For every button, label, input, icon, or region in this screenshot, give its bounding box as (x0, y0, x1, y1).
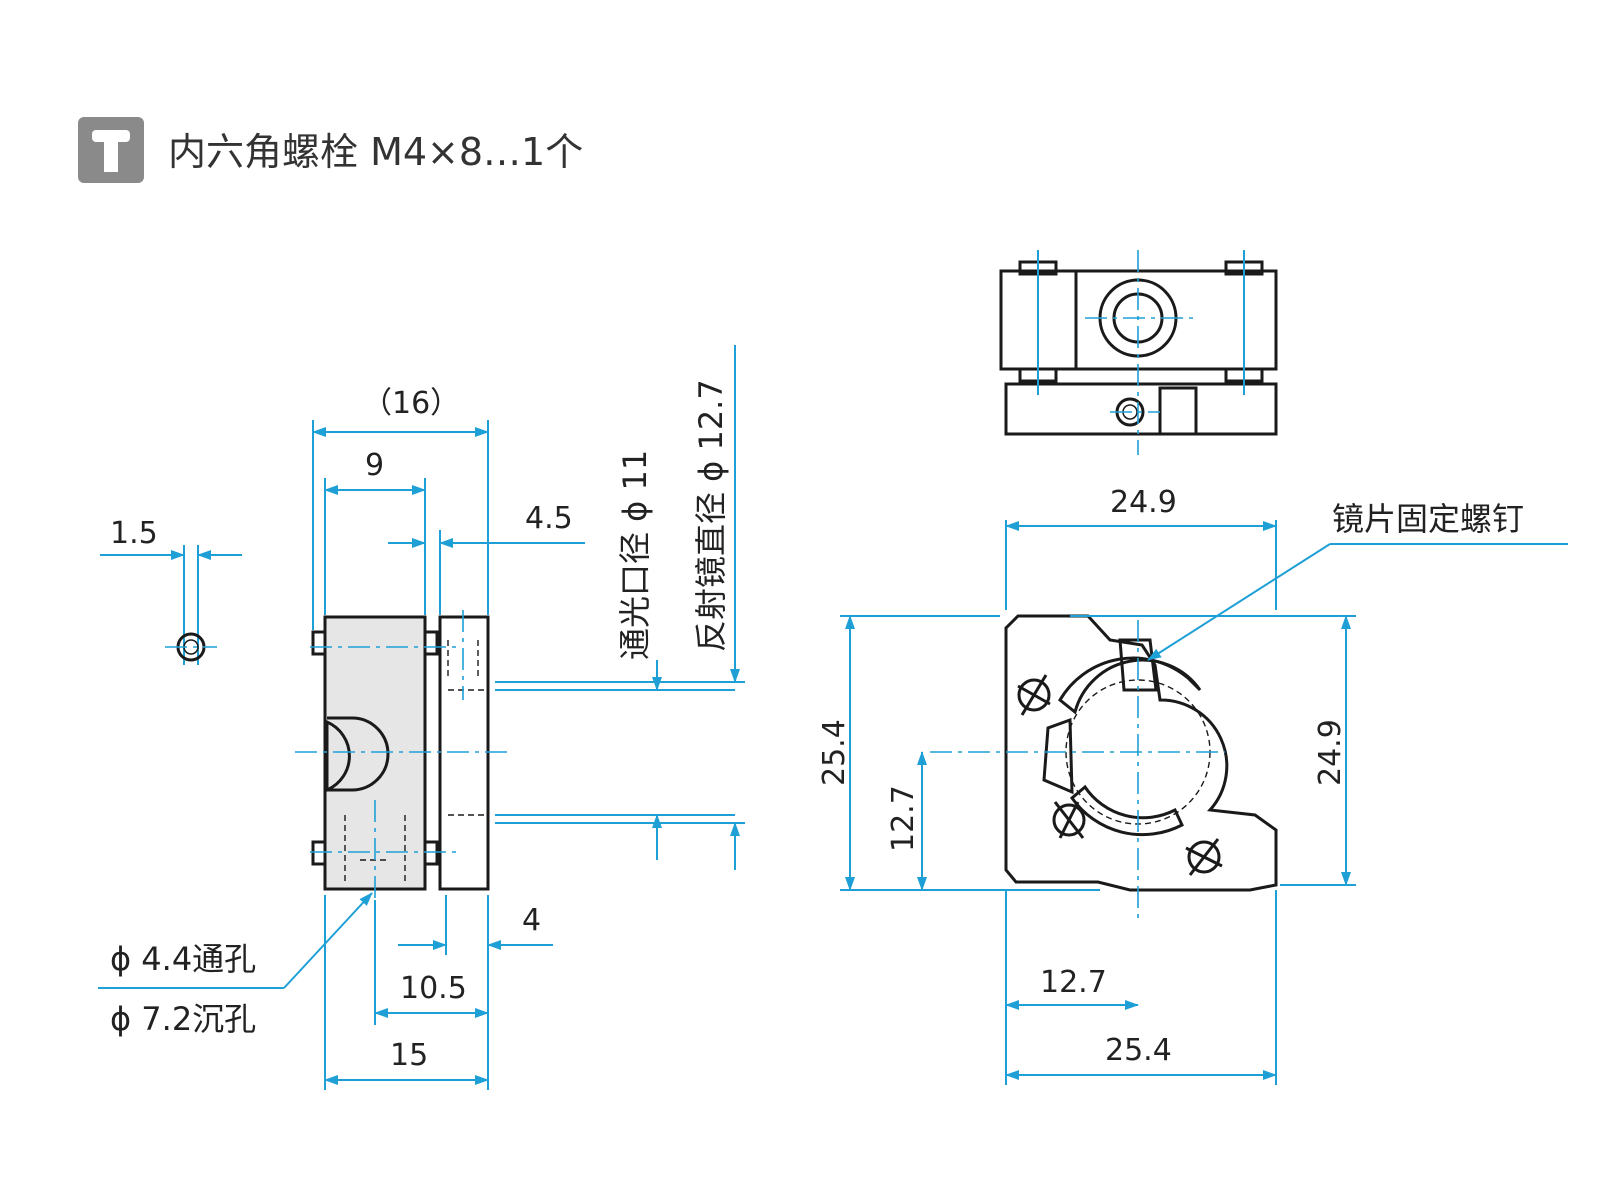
through-hole-label: ϕ 4.4通孔 (110, 940, 256, 978)
page-title: 内六角螺栓 M4×8…1个 (168, 130, 583, 174)
dim-10-5-label: 10.5 (400, 971, 467, 1006)
dim-4-label: 4 (522, 903, 541, 938)
header: 内六角螺栓 M4×8…1个 (78, 117, 583, 183)
dim-1-5-label: 1.5 (110, 516, 158, 551)
dim-16-label: （16） (362, 386, 460, 421)
counterbore-label: ϕ 7.2沉孔 (110, 1000, 256, 1038)
front-view: 24.9 镜片固定螺钉 25.4 12.7 24.9 12.7 25.4 (817, 485, 1568, 1085)
screw-icon (1017, 674, 1051, 716)
clear-aperture-label: 通光口径 ϕ 11 (616, 450, 654, 660)
dim-half-height-label: 12.7 (886, 785, 921, 852)
dim-right-24-9-label: 24.9 (1313, 719, 1348, 786)
top-view (999, 250, 1278, 455)
bolt-icon (78, 117, 144, 183)
dim-15-label: 15 (390, 1038, 428, 1073)
mirror-diameter-label: 反射镜直径 ϕ 12.7 (692, 379, 730, 652)
mirror-screw-label: 镜片固定螺钉 (1332, 500, 1524, 538)
dim-4-5-label: 4.5 (525, 501, 573, 536)
dim-half-width-label: 12.7 (1040, 965, 1107, 1000)
dim-top-24-9-label: 24.9 (1110, 485, 1177, 520)
dim-9-label: 9 (365, 448, 384, 483)
screw-icon (1052, 801, 1086, 839)
screw-detail: 1.5 (100, 516, 242, 665)
dim-left-25-4-label: 25.4 (817, 719, 852, 786)
screw-icon (1185, 838, 1223, 876)
dim-bottom-25-4-label: 25.4 (1105, 1033, 1172, 1068)
side-view: （16） 9 4.5 通光口径 ϕ 11 反射镜直径 ϕ 12.7 4 10.5 (98, 345, 745, 1090)
